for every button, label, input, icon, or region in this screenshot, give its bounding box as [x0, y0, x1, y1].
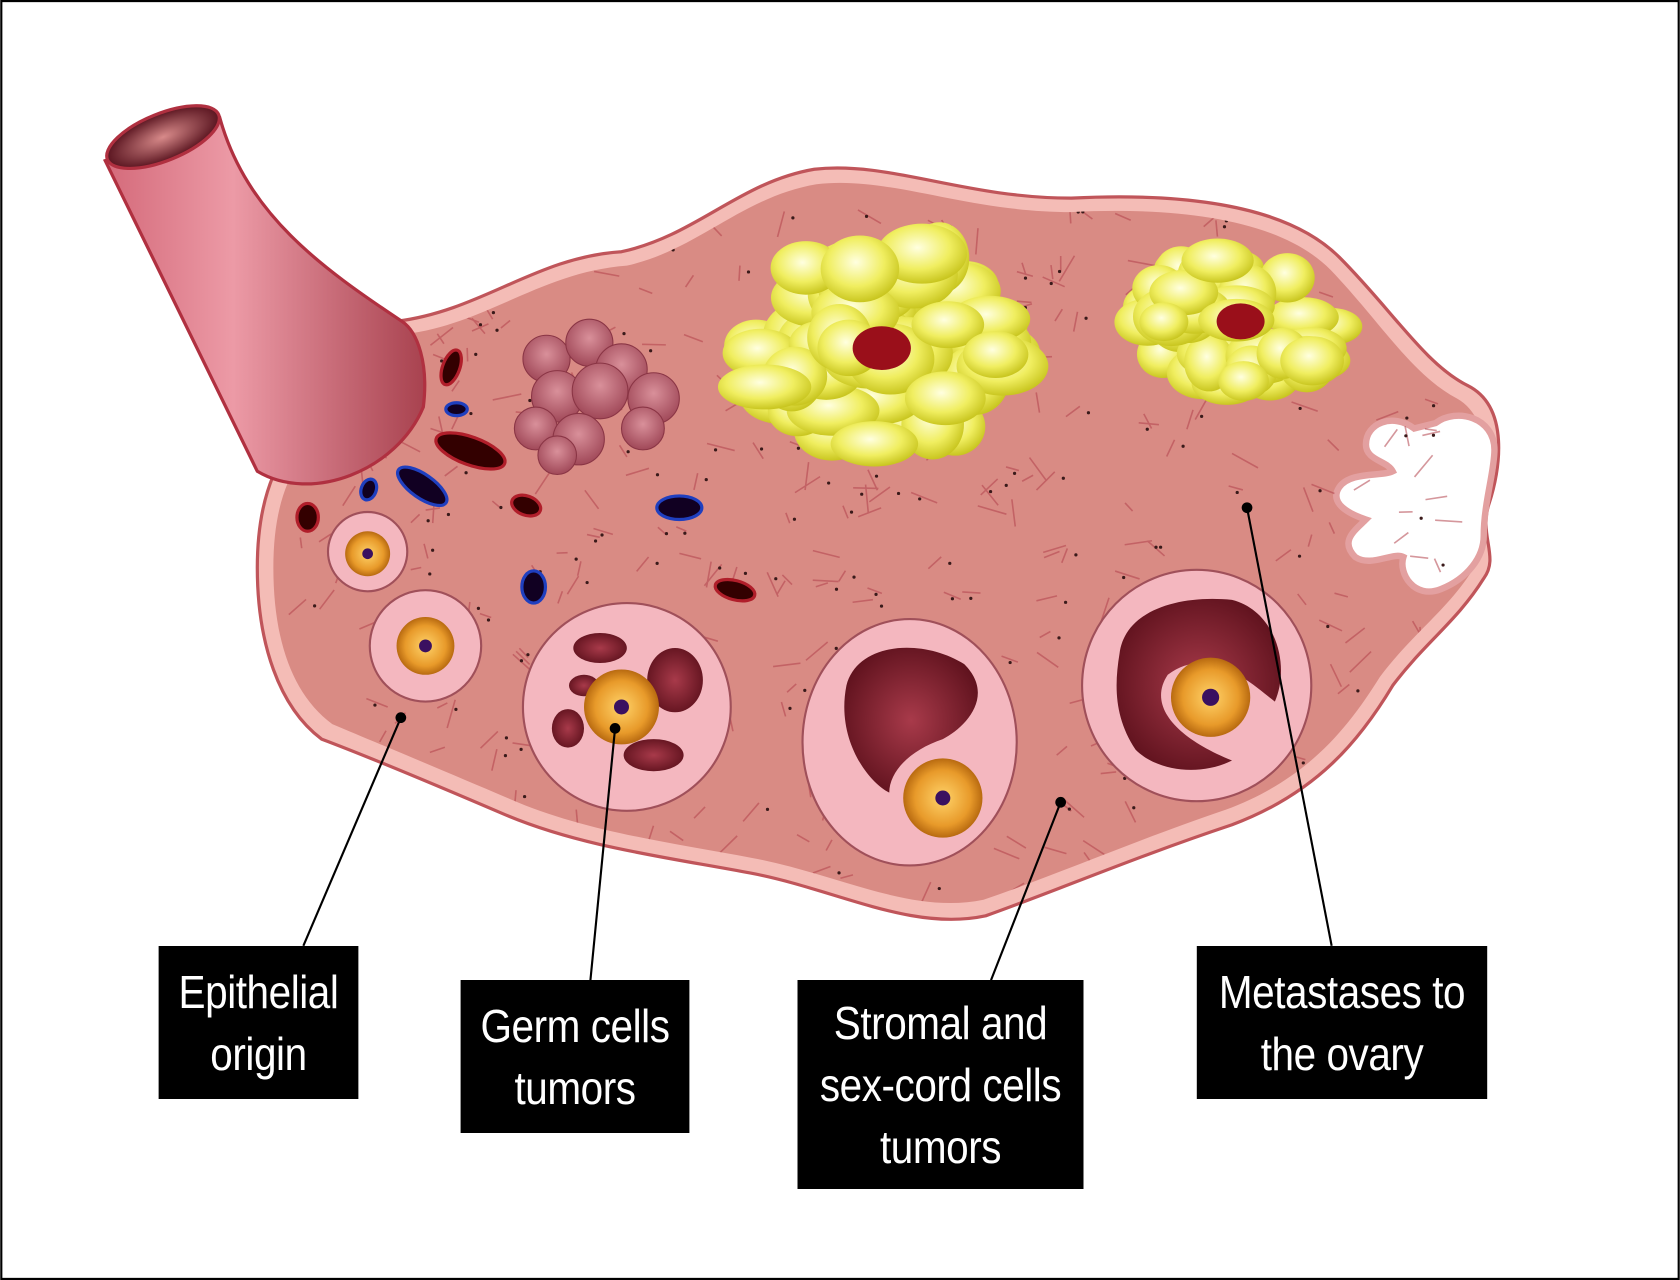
corpus-luteum-small — [1114, 238, 1363, 405]
label-line: Stromal and — [833, 996, 1048, 1049]
early-antral-follicle — [521, 601, 732, 812]
label-line: sex-cord cells — [819, 1058, 1062, 1111]
secondary-follicle — [368, 589, 483, 703]
label-line: Epithelial — [178, 965, 339, 1018]
antral-follicle — [801, 618, 1018, 867]
label-line: tumors — [514, 1061, 636, 1114]
mature-follicle — [1081, 568, 1313, 803]
callout-dots — [395, 502, 1253, 808]
corpus-luteum-large — [717, 222, 1049, 467]
label-line: Metastases to — [1218, 965, 1466, 1018]
label-line: origin — [210, 1027, 307, 1080]
atretic-follicle-cluster — [513, 318, 680, 476]
callout-lines — [302, 507, 1333, 981]
fallopian-tube — [102, 104, 427, 486]
fimbriae-notch — [1333, 412, 1498, 595]
label-line: tumors — [879, 1120, 1002, 1173]
label-stromal-sex-cord-tumors: Stromal and sex-cord cells tumors — [797, 980, 1084, 1189]
label-germ-cell-tumors: Germ cells tumors — [460, 980, 690, 1133]
label-line: the ovary — [1260, 1027, 1424, 1080]
label-epithelial-origin: Epithelial origin — [158, 946, 359, 1099]
blood-vessels — [295, 348, 757, 605]
primary-follicle — [326, 510, 409, 593]
label-metastases: Metastases to the ovary — [1196, 946, 1488, 1099]
label-line: Germ cells — [480, 999, 670, 1052]
